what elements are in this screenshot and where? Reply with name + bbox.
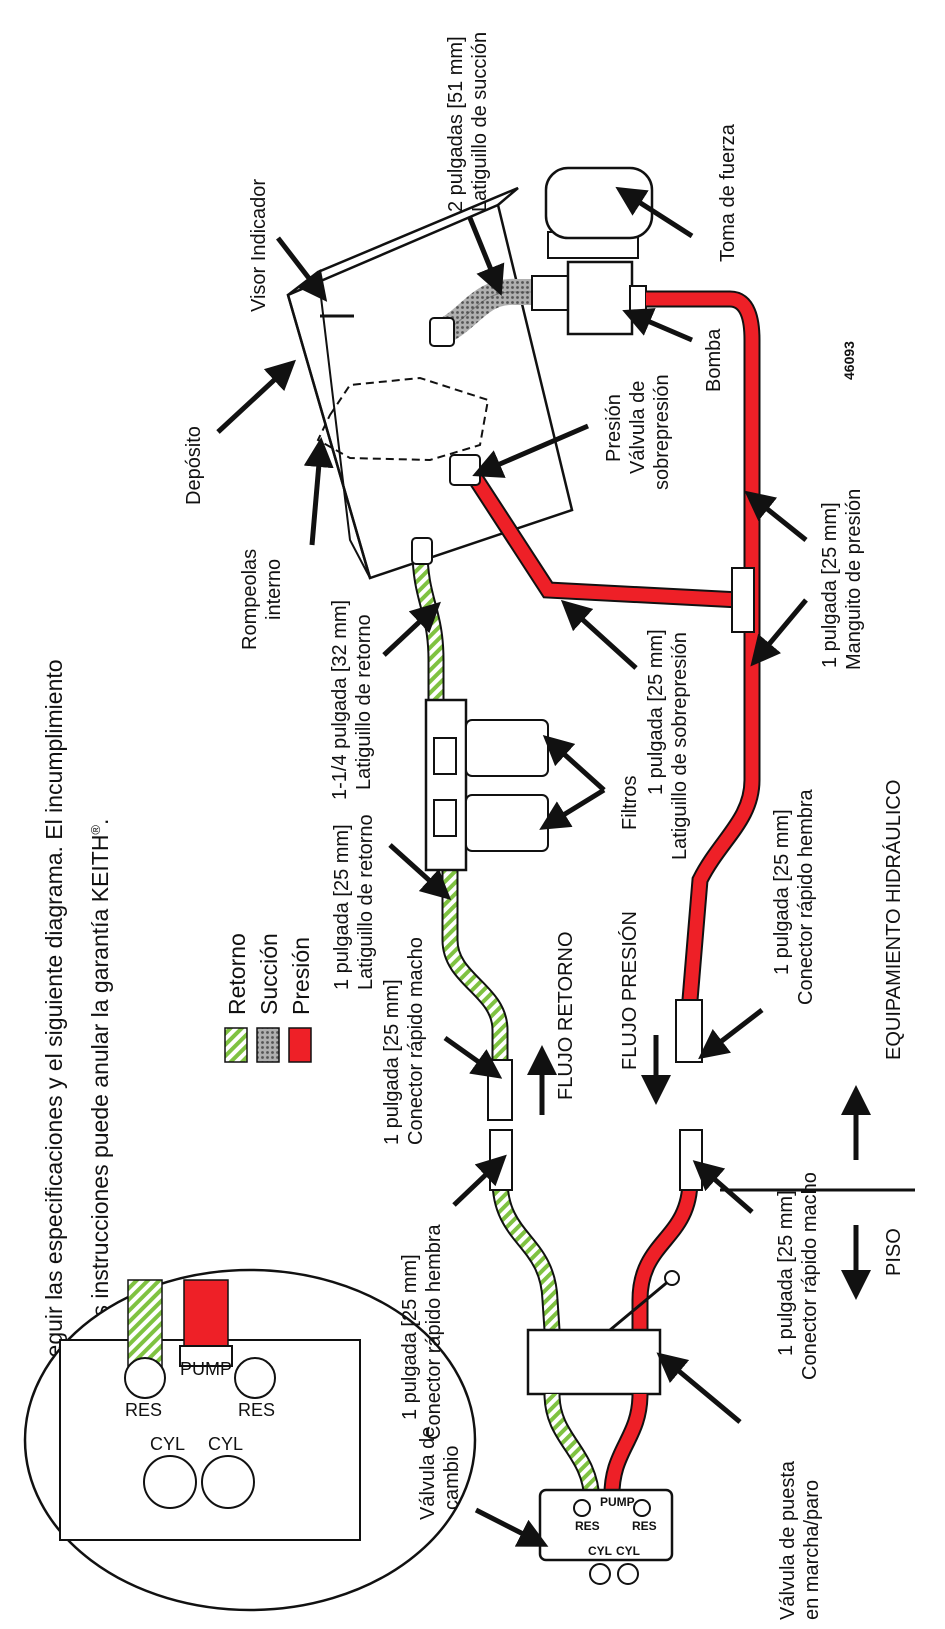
label-hembra-right-2: Conector rápido hembra	[795, 788, 817, 1005]
legend-swatch-presion	[288, 1027, 312, 1063]
legend-swatch-succion	[256, 1027, 280, 1063]
label-cambio-2: cambio	[441, 1446, 463, 1510]
relief-valve	[449, 454, 481, 486]
inset-port-cyl-left: CYL	[150, 1434, 185, 1454]
label-presion-valve-1: Presión	[603, 394, 625, 462]
label-bomba: Bomba	[703, 328, 725, 392]
return-qc-male	[487, 1059, 513, 1121]
return-qc-female	[489, 1129, 513, 1191]
selector-port-cyl-right: CYL	[616, 1544, 640, 1558]
intro-text: se deben seguir las especificaciones y e…	[41, 659, 113, 1470]
label-visor: Visor Indicador	[248, 179, 270, 312]
return-fitting	[411, 537, 433, 565]
label-retorno25-2: Latiguillo de retorno	[355, 814, 377, 990]
label-hembra-right-1: 1 pulgada [25 mm]	[771, 809, 793, 975]
legend-label-succion: Succión	[256, 933, 282, 1015]
legend-swatch-retorno	[224, 1027, 248, 1063]
selector-port-pump: PUMP	[600, 1495, 635, 1509]
label-macho-top-1: 1 pulgada [25 mm]	[381, 979, 403, 1145]
selector-port-res-right: RES	[632, 1519, 657, 1533]
intro-line-1: se deben seguir las especificaciones y e…	[41, 659, 67, 1470]
label-retorno25-1: 1 pulgada [25 mm]	[331, 824, 353, 990]
legend-label-presion: Presión	[288, 937, 314, 1015]
label-filtros: Filtros	[619, 776, 641, 830]
label-macho-bottom-1: 1 pulgada [25 mm]	[775, 1190, 797, 1356]
suction-fitting	[429, 317, 455, 347]
label-cambio-1: Válvula de	[417, 1427, 439, 1520]
label-manguito-1: 1 pulgada [25 mm]	[819, 502, 841, 668]
label-piso: PISO	[883, 1228, 905, 1276]
pressure-qc-male	[679, 1129, 703, 1191]
intro-line-2: de estas instrucciones puede anular la g…	[87, 819, 113, 1392]
label-marcha-1: Válvula de puesta	[777, 1460, 799, 1620]
label-macho-top-2: Conector rápido macho	[405, 937, 427, 1145]
pressure-tee	[731, 567, 755, 633]
label-hembra-left-1: 1 pulgada [25 mm]	[399, 1254, 421, 1420]
flow-arrows	[527, 1035, 871, 1300]
floor-lines: PUMP RES RES CYL CYL	[489, 1129, 703, 1585]
label-hembra-left-2: Conector rápido hembra	[423, 1223, 445, 1440]
inset-port-res-right: RES	[238, 1400, 275, 1420]
label-presion-valve-2: Válvula de	[627, 381, 649, 474]
selector-port-cyl-left: CYL	[588, 1544, 612, 1558]
figure-number: 46093	[841, 341, 857, 380]
label-flujo-presion: FLUJO PRESIÓN	[618, 911, 641, 1070]
reservoir-tank	[286, 186, 574, 580]
pressure-qc-female	[675, 999, 703, 1063]
label-marcha-2: en marcha/paro	[801, 1480, 823, 1620]
inset-port-pump: PUMP	[180, 1359, 232, 1379]
pump	[531, 260, 647, 336]
pressure-hoses	[449, 290, 761, 1063]
label-retorno32-2: Latiguillo de retorno	[353, 614, 375, 790]
label-sobrepresion-2: Latiguillo de sobrepresión	[669, 632, 691, 860]
on-off-valve	[526, 1328, 662, 1396]
label-equipamiento: EQUIPAMIENTO HIDRÁULICO	[882, 780, 905, 1060]
selector-port-res-left: RES	[575, 1519, 600, 1533]
label-flujo-retorno: FLUJO RETORNO	[555, 931, 577, 1100]
power-take-off	[544, 166, 654, 259]
legend: Retorno Succión Presión	[224, 933, 314, 1063]
label-macho-bottom-2: Conector rápido macho	[799, 1172, 821, 1380]
label-manguito-2: Manguito de presión	[843, 489, 865, 670]
label-rompeolas-1: Rompeolas	[239, 549, 261, 650]
legend-label-retorno: Retorno	[224, 933, 250, 1015]
label-succion-1: 2 pulgadas [51 mm]	[445, 36, 467, 212]
valve-inset: PUMP RES RES CYL CYL	[23, 1268, 477, 1612]
inset-port-cyl-right: CYL	[208, 1434, 243, 1454]
label-sobrepresion-1: 1 pulgada [25 mm]	[645, 629, 667, 795]
label-presion-valve-3: sobrepresión	[651, 374, 673, 490]
label-rompeolas-2: interno	[263, 559, 285, 620]
filters	[424, 698, 549, 872]
inset-port-res-left: RES	[125, 1400, 162, 1420]
label-succion-2: Latiguillo de succión	[469, 32, 491, 212]
leader-arrows	[216, 186, 808, 1547]
labels: Depósito Visor Indicador 2 pulgadas [51 …	[183, 32, 905, 1620]
label-deposito: Depósito	[183, 426, 205, 505]
label-toma: Toma de fuerza	[717, 123, 739, 262]
label-retorno32-1: 1-1/4 pulgada [32 mm]	[329, 600, 351, 800]
